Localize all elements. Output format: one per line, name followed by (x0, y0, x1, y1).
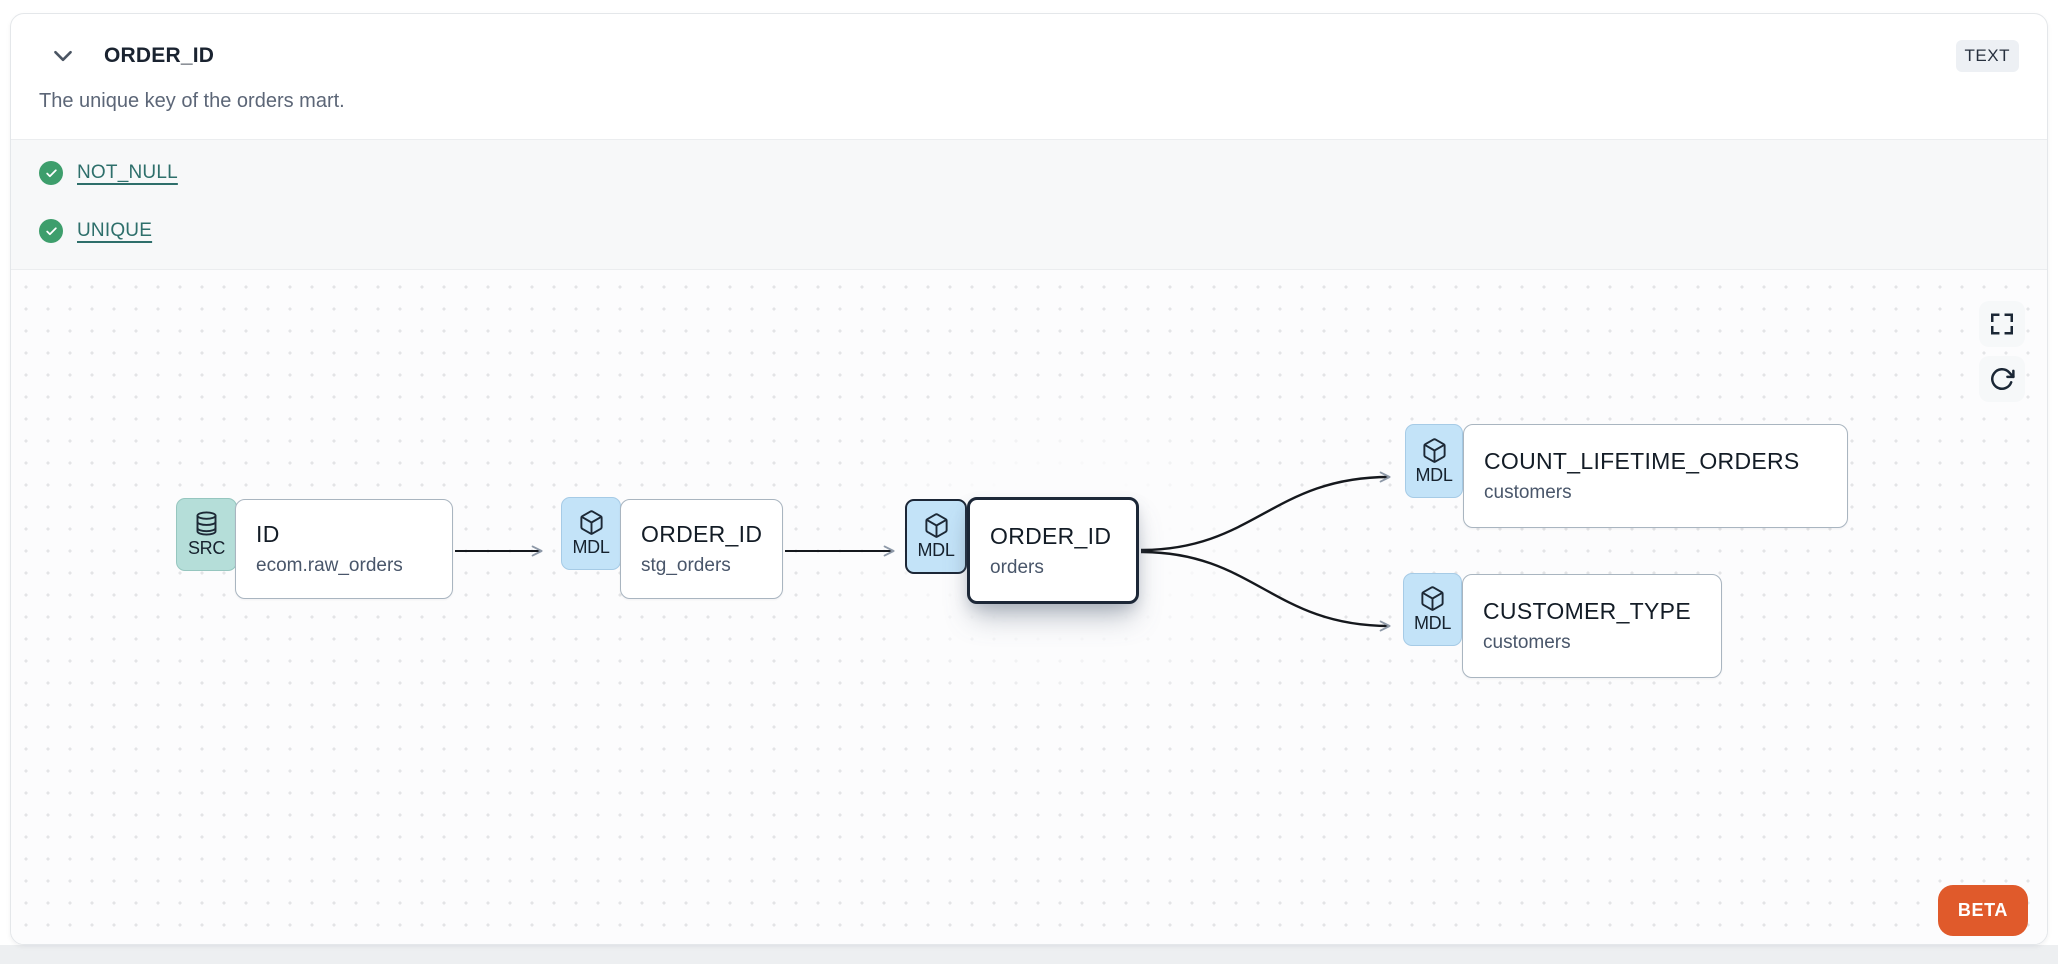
node-card: ID ecom.raw_orders (235, 499, 453, 599)
node-title: ORDER_ID (641, 521, 763, 547)
column-details-card: ORDER_ID TEXT The unique key of the orde… (10, 13, 2048, 945)
node-type-badge-mdl: MDL (561, 497, 621, 570)
node-subtitle: ecom.raw_orders (256, 555, 403, 576)
node-badge-label: MDL (1415, 464, 1453, 485)
package-icon (1421, 586, 1444, 611)
tests-section: NOT_NULL UNIQUE (11, 139, 2047, 270)
fullscreen-icon (1991, 313, 2013, 335)
node-title: ID (256, 521, 280, 547)
node-subtitle: orders (990, 556, 1044, 578)
package-icon (924, 513, 948, 538)
node-badge-label: SRC (187, 538, 226, 558)
node-subtitle: customers (1483, 632, 1571, 653)
node-badge-label: MDL (572, 537, 610, 557)
check-circle-icon (39, 219, 63, 243)
node-card: COUNT_LIFETIME_ORDERS customers (1463, 424, 1848, 528)
node-card: CUSTOMER_TYPE customers (1462, 574, 1722, 678)
node-subtitle: customers (1484, 482, 1572, 503)
test-link-unique[interactable]: UNIQUE (77, 220, 153, 241)
lineage-edges (455, 471, 1391, 632)
node-subtitle: stg_orders (641, 555, 731, 576)
page-background (0, 945, 2058, 964)
node-badge-label: MDL (917, 540, 955, 560)
refresh-button[interactable] (1979, 356, 2025, 402)
node-title: COUNT_LIFETIME_ORDERS (1484, 448, 1800, 474)
node-card: ORDER_ID orders (967, 497, 1139, 604)
node-type-badge-mdl: MDL (1405, 424, 1463, 498)
database-icon (196, 511, 217, 536)
node-type-badge-mdl: MDL (1403, 573, 1462, 646)
node-title: ORDER_ID (990, 522, 1112, 549)
node-card: ORDER_ID stg_orders (620, 499, 783, 599)
package-icon (1422, 437, 1446, 463)
lineage-canvas[interactable]: SRC ID ecom.raw_orders MDL ORDER_ID stg_… (11, 270, 2047, 944)
node-badge-label: MDL (1413, 613, 1452, 633)
test-link-not-null[interactable]: NOT_NULL (77, 162, 178, 183)
column-title: ORDER_ID (104, 44, 215, 67)
column-description: The unique key of the orders mart. (39, 90, 345, 112)
canvas-controls (1979, 301, 2025, 402)
beta-badge: BETA (1937, 885, 2028, 936)
chevron-down-icon (54, 50, 72, 62)
column-type-badge: TEXT (1955, 40, 2019, 72)
collapse-toggle-button[interactable] (49, 42, 77, 70)
node-title: CUSTOMER_TYPE (1483, 598, 1691, 624)
node-type-badge-mdl: MDL (905, 499, 967, 574)
package-icon (579, 510, 603, 535)
refresh-icon (1991, 368, 2015, 390)
node-type-badge-src: SRC (176, 498, 237, 571)
test-row: UNIQUE (39, 219, 2047, 243)
fullscreen-button[interactable] (1979, 301, 2025, 347)
check-circle-icon (39, 161, 63, 185)
test-row: NOT_NULL (39, 161, 2047, 185)
card-header: ORDER_ID TEXT (49, 36, 2019, 76)
